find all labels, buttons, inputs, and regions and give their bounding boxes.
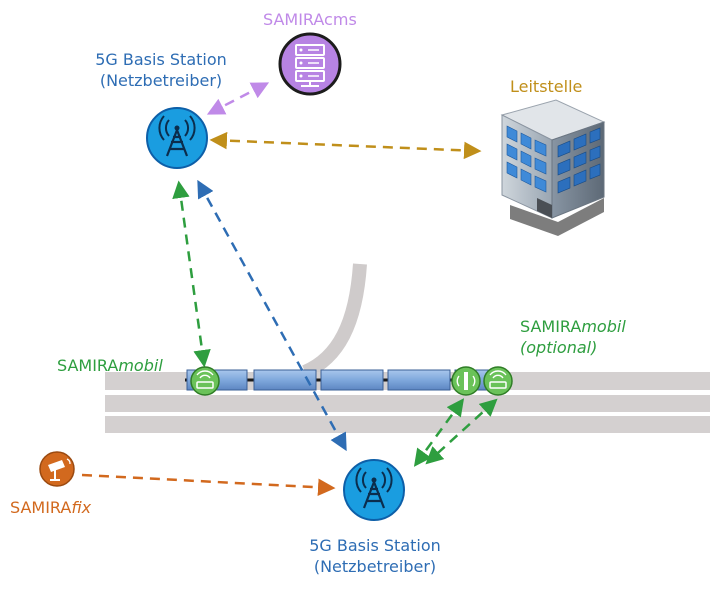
- station-top-label-line2: (Netzbetreiber): [99, 71, 223, 90]
- train-car: [320, 369, 384, 391]
- track-3: [105, 416, 710, 433]
- station-top-label-line1: 5G Basis Station: [95, 50, 227, 69]
- mobil-right-main: SAMIRA: [520, 317, 582, 336]
- link-mobil-right-2: [425, 398, 498, 465]
- mobil-right-optional: (optional): [520, 338, 598, 357]
- office-building-icon: [500, 99, 606, 236]
- fix-italic: fix: [71, 498, 92, 517]
- cell-tower-icon: [343, 459, 405, 521]
- mobil-right-line2: (optional): [520, 337, 626, 358]
- mobil-right-line1: SAMIRAmobil: [520, 316, 626, 337]
- station-bottom-label-line1: 5G Basis Station: [309, 536, 441, 555]
- samira-mobil-left-label: SAMIRAmobil: [57, 355, 163, 376]
- server-icon: [278, 32, 342, 96]
- wifi-router-icon: [190, 366, 220, 396]
- wifi-router-icon: [483, 366, 513, 396]
- samira-fix-label: SAMIRAfix: [10, 497, 91, 518]
- link-fix: [81, 473, 336, 497]
- link-cms: [206, 82, 270, 115]
- cell-tower-icon: [146, 107, 208, 169]
- link-mobil-left: [172, 180, 211, 368]
- track-2: [105, 395, 710, 412]
- link-leitstelle: [209, 131, 482, 160]
- cms-label: SAMIRAcms: [263, 10, 357, 29]
- station-bottom-label: 5G Basis Station (Netzbetreiber): [298, 535, 452, 577]
- track-curve: [301, 263, 367, 379]
- leitstelle-label: Leitstelle: [510, 77, 583, 96]
- samira-mobil-right-label: SAMIRAmobil (optional): [520, 316, 626, 358]
- station-bottom-label-line2: (Netzbetreiber): [313, 557, 437, 576]
- station-top-label: 5G Basis Station (Netzbetreiber): [84, 49, 238, 91]
- fix-main: SAMIRA: [10, 498, 72, 517]
- mobil-left-main: SAMIRA: [57, 356, 119, 375]
- wifi-router-icon: [451, 366, 481, 396]
- camera-icon: [39, 451, 75, 487]
- mobil-right-italic: mobil: [581, 317, 626, 336]
- mobil-left-italic: mobil: [118, 356, 163, 375]
- train-car: [387, 369, 451, 391]
